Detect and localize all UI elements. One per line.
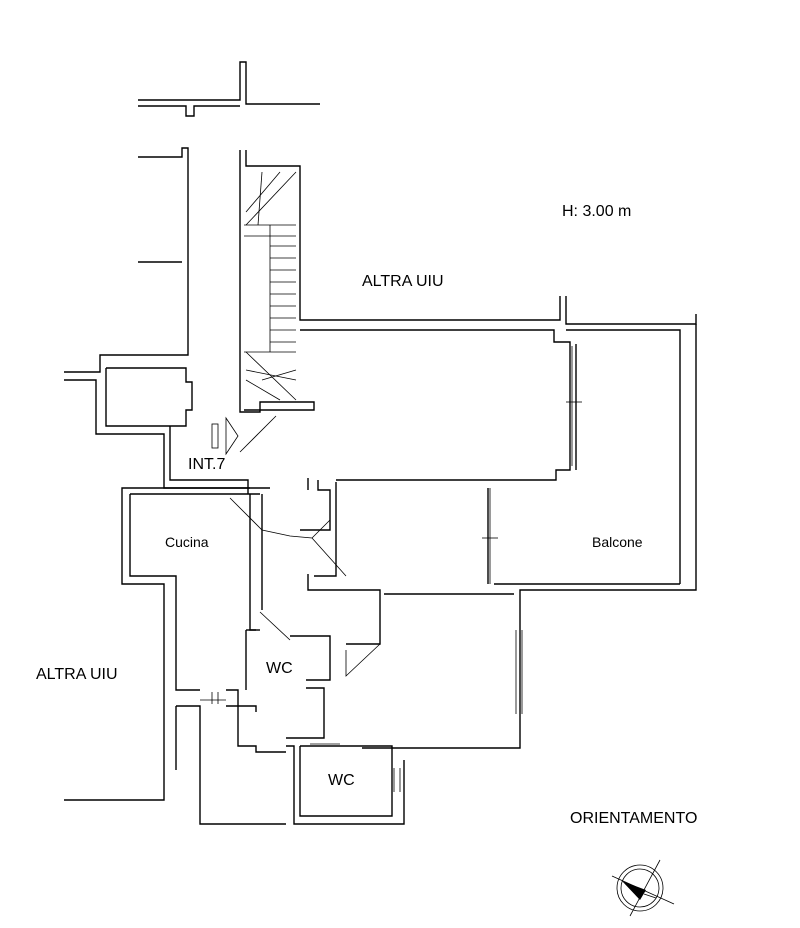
doors-windows (200, 346, 582, 792)
compass-north-arrow-icon (611, 859, 675, 917)
unit-number-label: INT.7 (188, 456, 226, 473)
room-label-cucina: Cucina (165, 534, 209, 550)
ceiling-height-label: H: 3.00 m (562, 203, 632, 220)
room-label-wc-1: WC (266, 660, 293, 677)
room-label-balcone: Balcone (592, 534, 643, 550)
orientation-label: ORIENTAMENTO (570, 810, 698, 827)
walls (64, 61, 697, 825)
stair-treads (244, 171, 297, 401)
room-label-wc-2: WC (328, 772, 355, 789)
neighbor-unit-label-left: ALTRA UIU (36, 666, 118, 683)
neighbor-unit-label-top: ALTRA UIU (362, 273, 444, 290)
